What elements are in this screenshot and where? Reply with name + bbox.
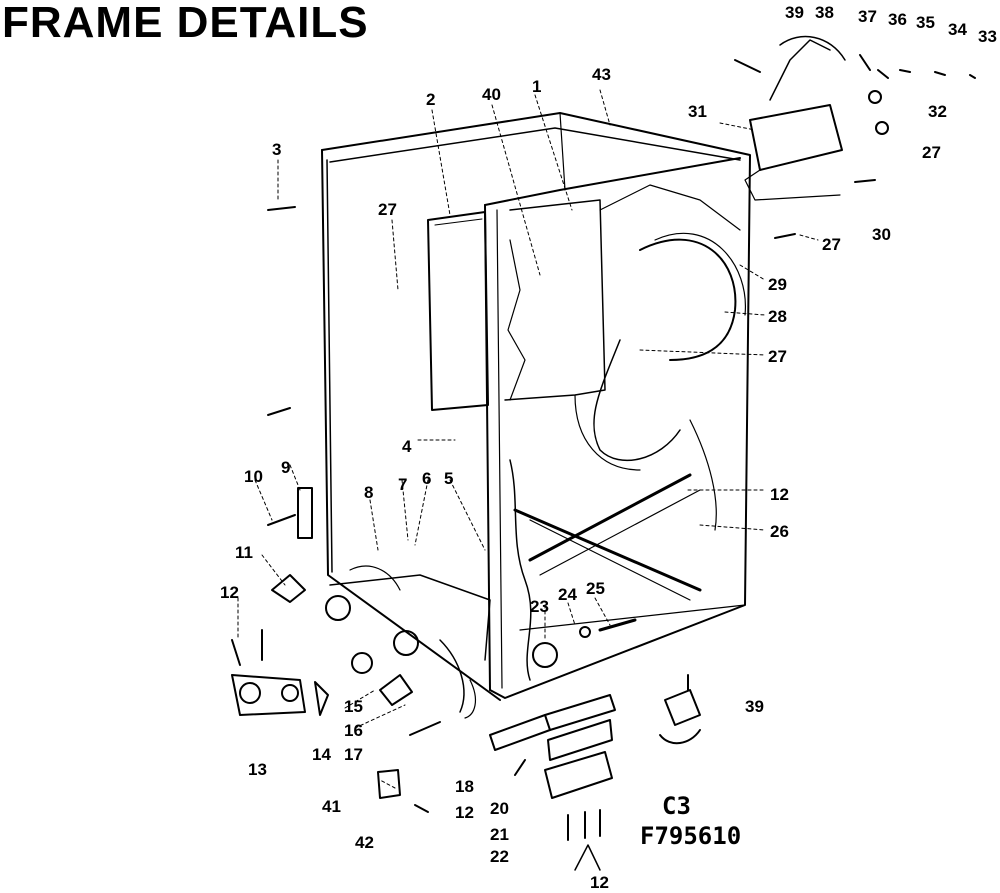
motor-assembly [325,565,491,719]
callout-5: 5 [444,469,453,488]
callout-38: 38 [815,3,834,22]
callout-18: 18 [455,777,474,796]
callout-1: 1 [532,77,541,96]
base-cross-braces [513,473,746,631]
callout-39-top: 39 [785,3,804,22]
callout-15: 15 [344,697,363,716]
callout-17: 17 [344,745,363,764]
leader-lines [237,89,819,789]
rear-panel [427,211,489,411]
strip-21 [547,719,613,761]
callout-32: 32 [928,102,947,121]
callout-12-right: 12 [770,485,789,504]
callout-30: 30 [872,225,891,244]
callout-4: 4 [402,437,412,456]
callout-27-mid: 27 [822,235,841,254]
callout-21: 21 [490,825,509,844]
callout-12-base: 12 [590,873,609,892]
callout-3: 3 [272,140,281,159]
part-25 [598,618,637,632]
callout-26: 26 [770,522,789,541]
callout-39-foot: 39 [745,697,764,716]
callout-9: 9 [281,458,290,477]
model-code: C3 [662,792,691,820]
screw-12c [514,759,526,776]
callout-27-duct: 27 [768,347,787,366]
part-23 [532,642,558,668]
strip-18 [489,714,551,751]
part-14 [314,681,329,716]
part-15 [351,652,373,674]
callout-11: 11 [235,543,253,562]
part-17 [409,721,441,736]
callout-14: 14 [312,745,331,764]
callout-27-left: 27 [378,200,397,219]
valve-13 [231,629,306,716]
callout-6: 6 [422,469,431,488]
callout-12-bottom: 12 [455,803,474,822]
callout-22: 22 [490,847,509,866]
callout-28: 28 [768,307,787,326]
callout-37: 37 [858,7,877,26]
callout-7: 7 [398,475,407,494]
callout-41: 41 [322,797,341,816]
callout-35: 35 [916,13,935,32]
callout-8: 8 [364,483,373,502]
callout-2: 2 [426,90,435,109]
callout-36: 36 [888,10,907,29]
part-42 [414,804,429,813]
control-box [734,35,846,201]
callout-labels: 1 2 3 4 5 6 7 8 9 10 11 12 12 12 12 13 1… [220,3,997,892]
bracket-9 [297,487,313,539]
callout-10: 10 [244,467,263,486]
diagram-title: FRAME DETAILS [2,0,369,47]
callout-16: 16 [344,721,363,740]
clip-11 [271,574,306,603]
callout-27-top: 27 [922,143,941,162]
part-24 [579,626,591,638]
screw-left [267,407,291,416]
screws-12d [567,809,601,841]
callout-24: 24 [558,585,577,604]
callout-13: 13 [248,760,267,779]
callout-31: 31 [688,102,707,121]
callout-42: 42 [355,833,374,852]
screw-3 [267,206,296,211]
callout-23: 23 [530,597,549,616]
part-41 [377,769,401,799]
callout-29: 29 [768,275,787,294]
bulkhead-panel [504,184,741,401]
callout-20: 20 [490,799,509,818]
callout-40: 40 [482,85,501,104]
callout-12-left: 12 [220,583,239,602]
drawing-number: F795610 [640,822,742,850]
base-22 [544,751,613,799]
callout-25: 25 [586,579,605,598]
leveling-foot-39 [659,674,701,745]
callout-33: 33 [978,27,997,46]
drum-duct [509,232,746,681]
strip-20 [544,694,616,731]
part-16 [379,674,413,706]
callout-34: 34 [948,20,967,39]
screw-10 [267,514,296,526]
callout-43: 43 [592,65,611,84]
